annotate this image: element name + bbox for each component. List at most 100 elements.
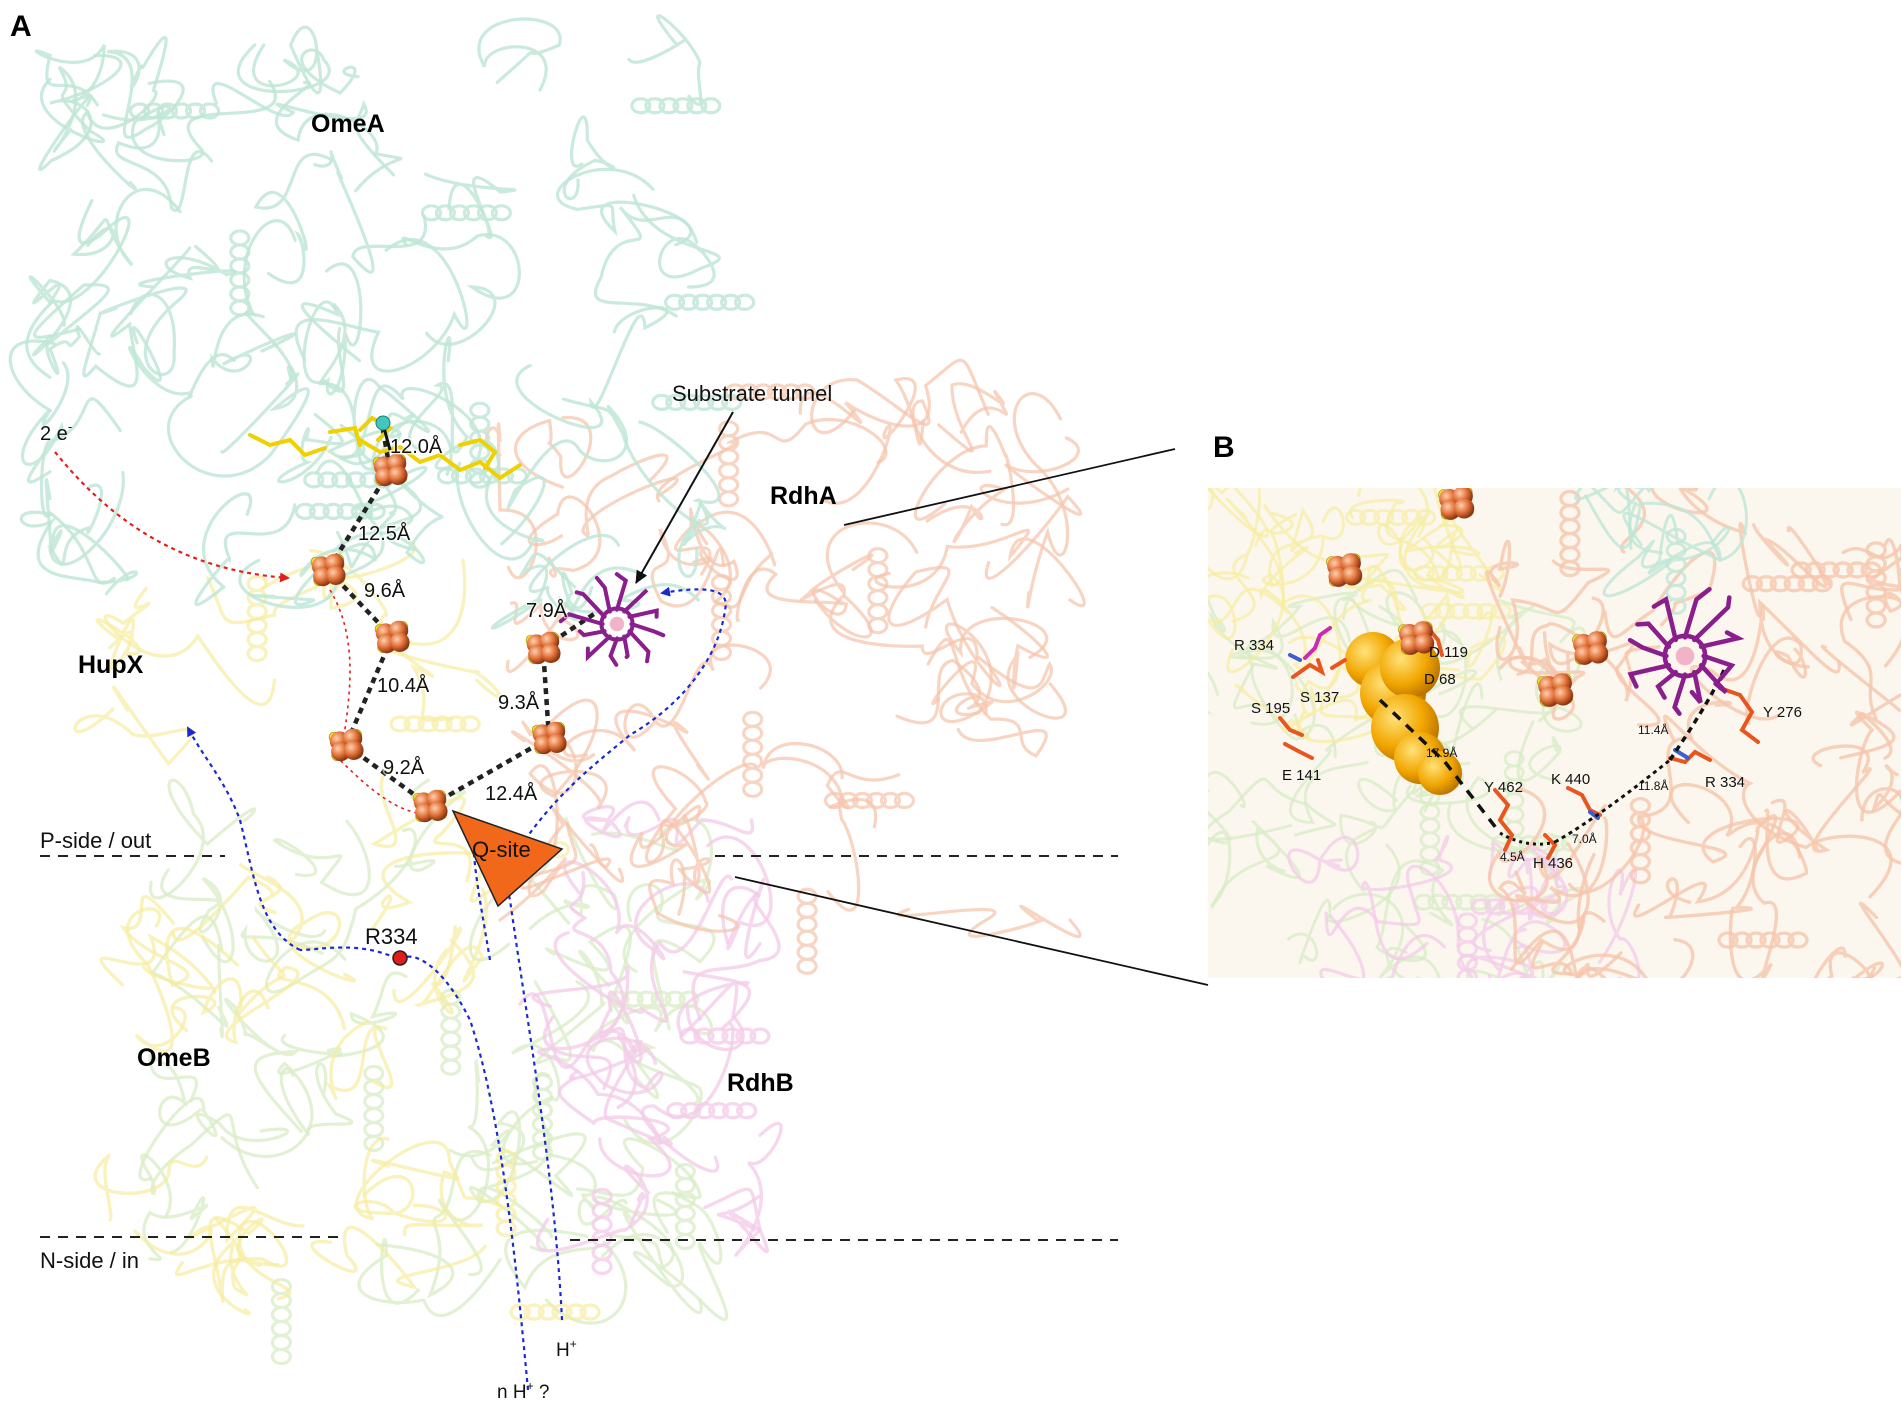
ribbon-segment [1637,798,1800,864]
ribbon-segment [119,894,240,988]
cobalamin-bond [627,629,651,664]
electron-label: 2 e- [40,419,72,445]
ribbon-segment [1664,836,1757,920]
helix [651,393,743,411]
ribbon-segment [676,980,750,1052]
ribbon-segment [945,616,1049,716]
iron-atom [1341,565,1363,586]
ribbon-segment [1669,782,1809,881]
ribbon-segment [1287,835,1360,884]
distance-label: 9.2Å [383,756,425,779]
distance-label: 7.9Å [526,599,568,622]
ribbon-segment [45,325,101,375]
helix [1345,508,1437,526]
ribbon-segment [95,618,142,671]
ribbon-segment [629,762,757,868]
ribbon-segment [553,874,733,1023]
distance-connector [326,468,392,572]
helix [229,229,251,317]
helix [742,710,764,798]
ribbon-segment [542,871,625,1051]
ribbon-segment [593,206,699,318]
zoom-line-bottom [734,876,1209,986]
distance-label: 9.6Å [364,579,406,602]
residue-label: Y 276 [1763,704,1802,721]
ribbon-segment [693,510,777,609]
ribbon-segment [623,1039,703,1145]
ribbon-segment [623,643,772,739]
ribbon-segment [325,1019,394,1101]
ribbon-segment [1288,701,1391,825]
zoom-distance-label: 11.4Å [1638,722,1668,737]
ribbon-segment [1662,714,1893,899]
distance-label: 9.3Å [498,691,540,714]
ribbon-segment [166,364,310,478]
ribbon-segment [265,827,417,994]
fes-cluster [531,721,567,755]
cobalamin-bond [574,590,607,619]
iron-atom [388,465,408,485]
ribbon-segment [1591,488,1663,555]
residue-label: E 141 [1282,767,1321,784]
helix [1456,912,1478,978]
fes-cluster [412,789,448,823]
cobalamin-bond [614,572,629,612]
helix [246,574,268,663]
fes-cluster [1572,631,1609,665]
cobalamin-a [558,572,666,667]
ribbon-segment [138,244,237,289]
ribbon-segment [1348,498,1465,594]
ribbon-segment [392,924,463,1015]
panel-b-letter: B [1213,431,1235,464]
proton-path-qsite [524,586,727,841]
ribbon-segment [101,79,277,163]
residue-label: S 195 [1251,700,1290,717]
ribbon-segment [170,936,286,1033]
corrin-ring [1662,633,1708,679]
ribbon-segment [1361,834,1453,961]
ribbon-segment [536,1164,651,1253]
fes-cluster [1537,673,1574,707]
helix [724,383,816,401]
ribbon-segment [640,970,752,1173]
cobalamin-b [1627,586,1745,716]
ribbon-segment [319,262,363,396]
ribbon-segment [601,1211,703,1315]
helix [389,715,481,733]
ribbon-segment [220,1033,344,1158]
ribbon-segment [544,924,632,1025]
ribbon-segment [490,552,577,630]
protein-ribbons [8,14,1086,1366]
ribbon-segment [521,720,596,866]
ribbon-segment [706,835,773,960]
ribbon-segment [39,397,122,585]
ribbon-segment [1839,592,1901,720]
ribbon-segment [581,453,679,538]
ribbon-segment [274,80,403,193]
ribbon-segment [335,419,453,569]
chain-label-rdha: RdhA [770,482,837,510]
residue-label: D 119 [1429,644,1468,661]
cobalamin-bond [1627,637,1669,659]
ribbon-segment [1575,937,1695,978]
q-site-marker [451,809,564,908]
ribbon-segment [1813,946,1885,978]
helix [1419,789,1441,877]
ribbon-segment [371,851,516,930]
ribbon-segment [1208,789,1232,907]
ribbon-segment [1226,506,1345,674]
zoom-distance-label: 4.5Å [1500,849,1525,864]
fes-cluster [372,453,408,487]
ribbon-segment [591,818,713,974]
ribbon-segment [48,470,130,582]
fes-cluster [1326,553,1363,587]
distance-connector [343,636,395,746]
ribbon-segment [1507,854,1569,919]
ribbon-segment [501,980,590,1166]
residue-label: Y 462 [1484,779,1523,796]
ribbon-segment [484,422,538,580]
ribbon-segment [810,378,992,475]
distance-label: 12.4Å [485,782,538,805]
ribbon-segment [1012,392,1070,609]
n-proton-label: n H+ ? [497,1379,549,1403]
